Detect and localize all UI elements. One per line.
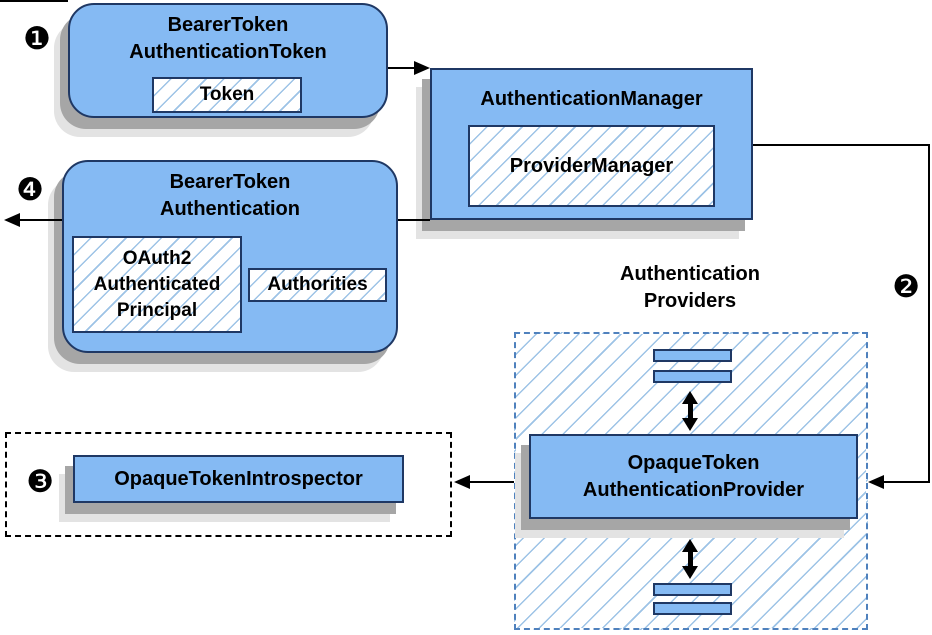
arrowhead-left-icon [4, 213, 20, 227]
bearer-token-authentication-token-title-line2: AuthenticationToken [129, 41, 327, 63]
double-arrow-down-icon [682, 418, 698, 431]
provider-title-line1: OpaqueToken [627, 451, 760, 474]
token-label: Token [199, 84, 255, 105]
provider-manager-inner-box: ProviderManager [468, 125, 715, 207]
provider-title-line2: AuthenticationProvider [582, 478, 805, 501]
connector-step2-vertical [928, 144, 930, 483]
authentication-providers-label-line1: Authentication [620, 263, 760, 285]
step-4-badge: ❹ [16, 172, 44, 208]
connector-step2-top [753, 144, 930, 146]
double-arrow-shaft [688, 402, 693, 420]
opaque-token-authentication-provider-box: OpaqueToken AuthenticationProvider [529, 434, 858, 519]
authentication-manager-title: AuthenticationManager [480, 88, 703, 110]
provider-manager-label: ProviderManager [509, 155, 674, 177]
bearer-token-authentication-token-box: BearerToken AuthenticationToken Token [68, 3, 388, 118]
arrowhead-left-icon [868, 475, 884, 489]
provider-stack-bar [653, 349, 732, 362]
principal-label-line1: OAuth2 [122, 247, 192, 269]
authorities-label: Authorities [267, 274, 368, 295]
authentication-manager-box: AuthenticationManager ProviderManager [430, 68, 753, 220]
bearer-token-authentication-token-title-line1: BearerToken [167, 14, 289, 36]
step-3-badge: ❸ [26, 464, 54, 500]
authentication-providers-label-line2: Providers [643, 290, 737, 312]
opaque-token-introspector-title: OpaqueTokenIntrospector [114, 467, 363, 490]
connector-request-in [0, 0, 68, 2]
oauth2-authenticated-principal-inner-box: OAuth2 Authenticated Principal [72, 236, 242, 333]
principal-label-line3: Principal [116, 299, 198, 321]
bearer-token-authentication-title-line1: BearerToken [169, 171, 291, 193]
step-2-badge: ❷ [892, 269, 920, 305]
double-arrow-shaft [688, 550, 693, 568]
provider-stack-bar [653, 602, 732, 615]
double-arrow-up-icon [682, 539, 698, 552]
principal-label-line2: Authenticated [93, 273, 221, 295]
provider-stack-bar [653, 370, 732, 383]
opaque-token-introspector-box: OpaqueTokenIntrospector [73, 455, 404, 503]
connector-token-to-manager [388, 67, 416, 69]
introspector-dashed-container [5, 432, 452, 537]
token-inner-box: Token [152, 77, 302, 113]
connector-manager-to-authentication [398, 219, 430, 221]
step-1-badge: ❶ [23, 21, 51, 57]
bearer-token-authentication-box: BearerToken Authentication OAuth2 Authen… [62, 160, 398, 353]
arrowhead-left-icon [454, 475, 470, 489]
double-arrow-down-icon [682, 566, 698, 579]
connector-step2-bottom [882, 481, 930, 483]
provider-stack-bar [653, 583, 732, 596]
connector-authentication-out [18, 219, 62, 221]
connector-provider-to-introspector [468, 481, 529, 483]
authorities-inner-box: Authorities [248, 268, 387, 302]
bearer-token-authentication-title-line2: Authentication [160, 198, 300, 220]
arrowhead-right-icon [414, 61, 430, 75]
double-arrow-up-icon [682, 391, 698, 404]
